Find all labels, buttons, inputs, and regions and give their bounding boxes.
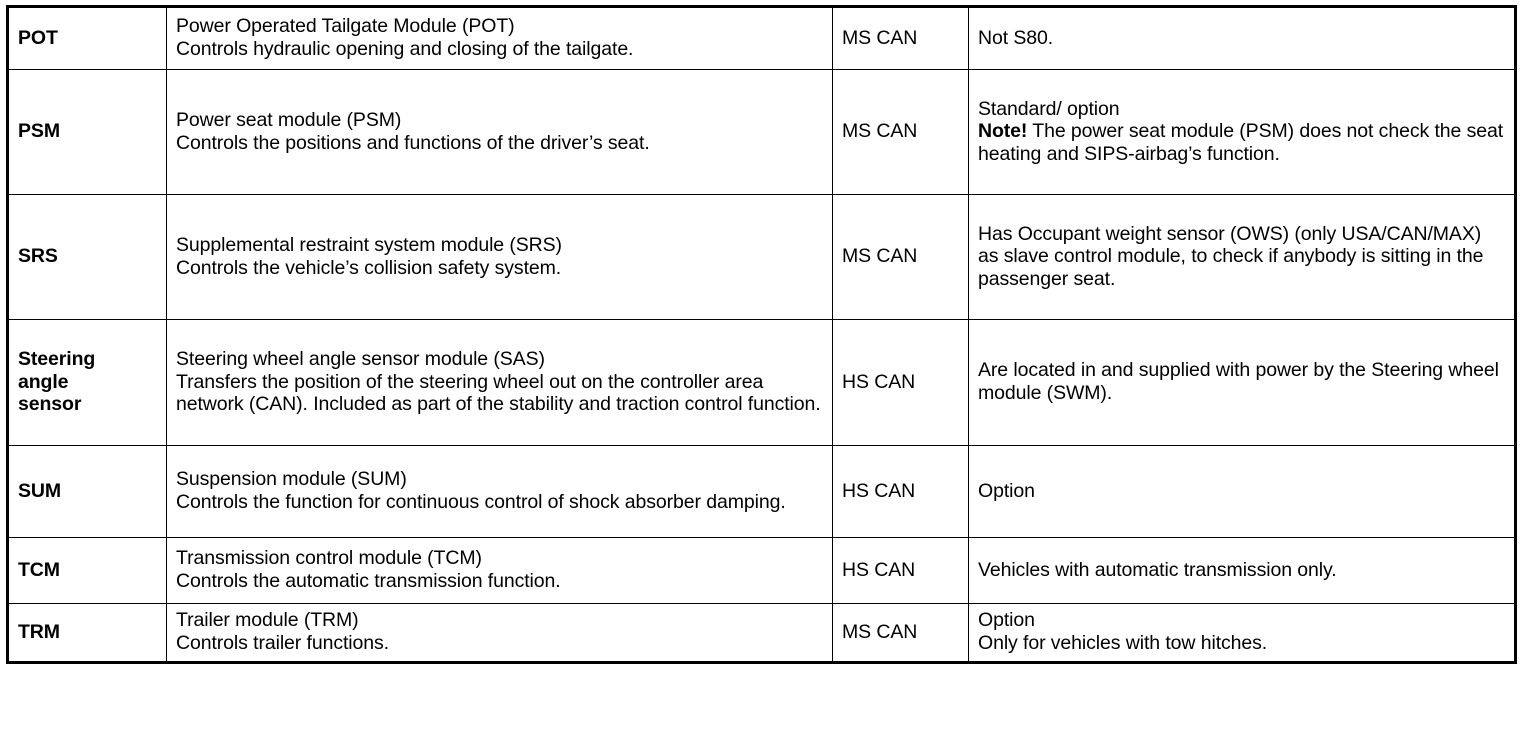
table-row: PSM Power seat module (PSM) Controls the… bbox=[7, 69, 1516, 195]
notes-line-standard-option: Standard/ option bbox=[978, 97, 1120, 120]
cell-abbreviation: Steering angle sensor bbox=[7, 319, 167, 446]
cell-description: Steering wheel angle sensor module (SAS)… bbox=[166, 319, 833, 446]
cell-description: Suspension module (SUM) Controls the fun… bbox=[166, 445, 833, 538]
control-module-table: POT Power Operated Tailgate Module (POT)… bbox=[6, 5, 1517, 664]
cell-network: HS CAN bbox=[832, 319, 969, 446]
cell-notes: Vehicles with automatic transmission onl… bbox=[968, 537, 1516, 604]
cell-network: MS CAN bbox=[832, 6, 969, 70]
cell-abbreviation: TRM bbox=[7, 603, 167, 663]
table-row: Steering angle sensor Steering wheel ang… bbox=[7, 319, 1516, 446]
table-row: TCM Transmission control module (TCM) Co… bbox=[7, 537, 1516, 604]
cell-notes: Option Only for vehicles with tow hitche… bbox=[968, 603, 1516, 663]
table-row: POT Power Operated Tailgate Module (POT)… bbox=[7, 6, 1516, 70]
cell-description: Power seat module (PSM) Controls the pos… bbox=[166, 69, 833, 195]
cell-network: MS CAN bbox=[832, 194, 969, 320]
cell-description: Transmission control module (TCM) Contro… bbox=[166, 537, 833, 604]
cell-network: MS CAN bbox=[832, 603, 969, 663]
table-row: TRM Trailer module (TRM) Controls traile… bbox=[7, 603, 1516, 663]
cell-description: Power Operated Tailgate Module (POT) Con… bbox=[166, 6, 833, 70]
table-row: SRS Supplemental restraint system module… bbox=[7, 194, 1516, 320]
cell-description: Trailer module (TRM) Controls trailer fu… bbox=[166, 603, 833, 663]
cell-network: HS CAN bbox=[832, 537, 969, 604]
notes-emphasis: Note! bbox=[978, 120, 1028, 143]
cell-notes: Has Occupant weight sensor (OWS) (only U… bbox=[968, 194, 1516, 320]
cell-notes: Not S80. bbox=[968, 6, 1516, 70]
cell-network: HS CAN bbox=[832, 445, 969, 538]
cell-abbreviation: SUM bbox=[7, 445, 167, 538]
table-row: SUM Suspension module (SUM) Controls the… bbox=[7, 445, 1516, 538]
cell-network: MS CAN bbox=[832, 69, 969, 195]
cell-abbreviation: POT bbox=[7, 6, 167, 70]
cell-notes: Are located in and supplied with power b… bbox=[968, 319, 1516, 446]
cell-abbreviation: SRS bbox=[7, 194, 167, 320]
cell-notes: Option bbox=[968, 445, 1516, 538]
notes-body: The power seat module (PSM) does not che… bbox=[978, 120, 1504, 165]
cell-description: Supplemental restraint system module (SR… bbox=[166, 194, 833, 320]
cell-abbreviation: TCM bbox=[7, 537, 167, 604]
cell-abbreviation: PSM bbox=[7, 69, 167, 195]
